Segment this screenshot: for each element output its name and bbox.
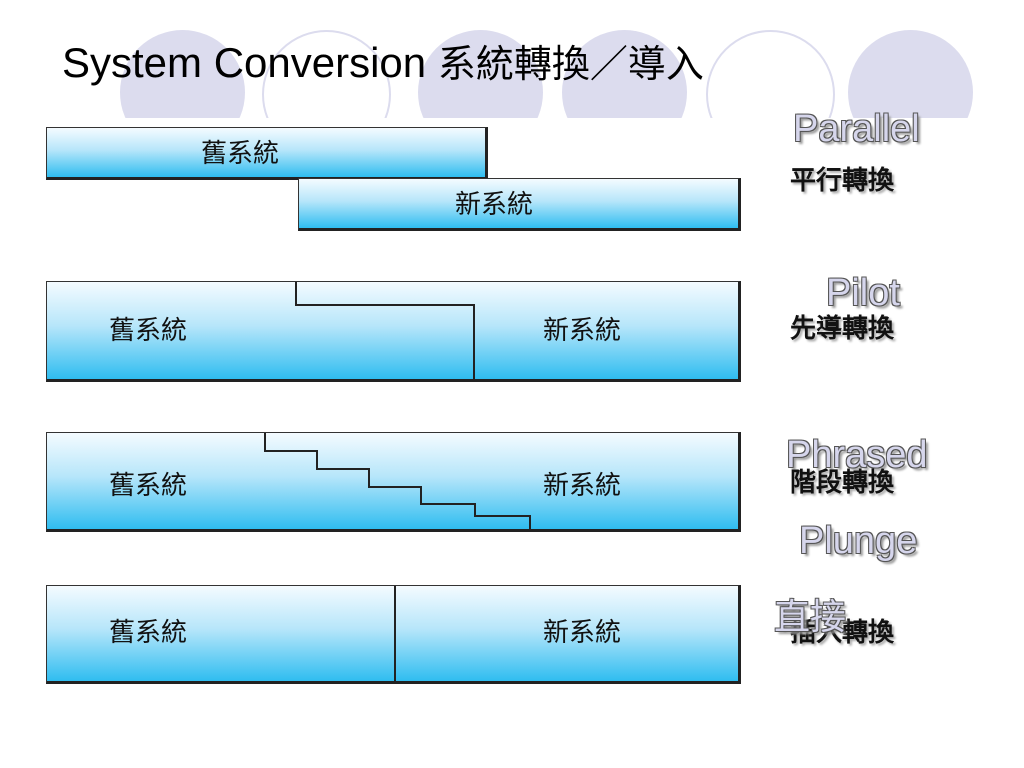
method-phrased-zh: 階段轉換	[790, 468, 895, 498]
phrased-old-system-label: 舊系統	[109, 471, 188, 501]
plunge-old-system-label: 舊系統	[109, 618, 188, 648]
parallel-new-system-label: 新系統	[455, 190, 534, 220]
method-parallel-zh: 平行轉換	[790, 166, 895, 196]
method-pilot-zh: 先導轉換	[790, 314, 895, 344]
pilot-new-system-label: 新系統	[543, 316, 622, 346]
method-pilot-en: Pilot	[826, 272, 900, 314]
pilot-old-system-label: 舊系統	[109, 316, 188, 346]
parallel-old-system-label: 舊系統	[201, 139, 280, 169]
phrased-new-system-label: 新系統	[543, 471, 622, 501]
page-title: System Conversion 系統轉換／導入	[62, 39, 704, 86]
plunge-system-bar: 舊系統 新系統	[46, 585, 741, 684]
parallel-new-system-bar: 新系統	[298, 178, 741, 231]
method-plunge-zh-ghost: 直接	[774, 597, 847, 638]
method-plunge-en: Plunge	[799, 520, 918, 562]
title-en: System Conversion	[62, 39, 427, 86]
plunge-new-system-label: 新系統	[543, 618, 622, 648]
phrased-system-bar: 舊系統 新系統	[46, 432, 741, 532]
method-phrased-en: Phrased	[786, 434, 928, 476]
parallel-old-system-bar: 舊系統	[46, 127, 488, 180]
pilot-system-bar: 舊系統 新系統	[46, 281, 741, 382]
method-plunge-zh: 插入轉換	[790, 618, 895, 648]
method-parallel-en: Parallel	[793, 108, 920, 150]
title-zh: 系統轉換／導入	[437, 42, 704, 86]
